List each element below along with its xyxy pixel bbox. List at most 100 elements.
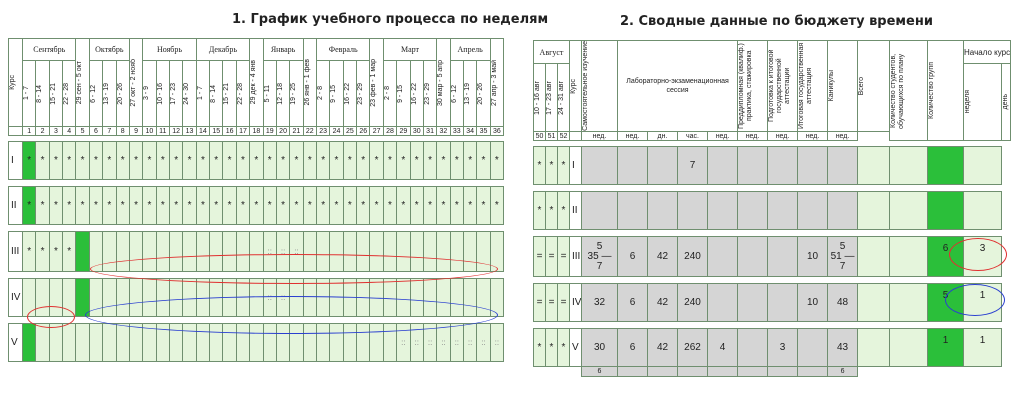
lab-dn-cell[interactable]: 42 xyxy=(647,236,678,277)
week-cell[interactable]: * xyxy=(382,186,398,225)
week-cell[interactable]: * xyxy=(462,141,478,180)
week-cell[interactable]: * xyxy=(422,141,438,180)
august-cell[interactable]: = xyxy=(533,236,546,277)
week-cell[interactable]: * xyxy=(262,186,277,225)
week-cell[interactable]: * xyxy=(436,141,451,180)
week-cell[interactable]: * xyxy=(195,141,211,180)
att-cell[interactable] xyxy=(767,236,799,277)
week-cell[interactable]: * xyxy=(422,186,438,225)
week-cell[interactable]: * xyxy=(155,141,170,180)
week-cell[interactable]: * xyxy=(249,186,264,225)
week-cell[interactable] xyxy=(35,323,50,362)
week-cell[interactable]: * xyxy=(342,141,358,180)
week-cell[interactable]: * xyxy=(289,186,304,225)
kan-cell[interactable] xyxy=(797,191,829,230)
week-cell[interactable]: * xyxy=(382,141,398,180)
week-cell[interactable]: * xyxy=(275,186,291,225)
week-cell[interactable]: * xyxy=(356,186,371,225)
self-study-cell[interactable] xyxy=(581,146,618,185)
week-cell[interactable]: * xyxy=(302,141,317,180)
lab-chas-cell[interactable]: 7 xyxy=(677,146,708,185)
start-day-cell[interactable] xyxy=(963,191,1003,230)
prep-cell[interactable] xyxy=(737,191,769,230)
week-cell[interactable]: :: xyxy=(449,323,464,362)
week-cell[interactable]: * xyxy=(142,186,157,225)
week-cell[interactable]: * xyxy=(409,186,424,225)
week-cell[interactable]: * xyxy=(235,141,251,180)
week-cell[interactable]: :: xyxy=(462,323,478,362)
week-cell[interactable]: * xyxy=(449,186,464,225)
week-cell[interactable]: * xyxy=(209,186,224,225)
week-cell[interactable]: * xyxy=(222,141,237,180)
week-cell[interactable]: :: xyxy=(436,323,451,362)
pre-cell[interactable]: 4 xyxy=(706,328,739,367)
week-cell[interactable]: * xyxy=(222,186,237,225)
week-cell[interactable]: * xyxy=(21,231,37,272)
week-cell[interactable]: * xyxy=(462,186,478,225)
week-cell[interactable] xyxy=(182,323,197,362)
week-cell[interactable]: * xyxy=(35,186,50,225)
prep-cell[interactable] xyxy=(737,283,769,322)
self-study-cell[interactable] xyxy=(581,191,618,230)
week-cell[interactable] xyxy=(21,323,37,362)
week-cell[interactable] xyxy=(88,231,104,272)
week-cell[interactable] xyxy=(155,323,170,362)
week-cell[interactable]: * xyxy=(396,186,411,225)
start-week-cell[interactable] xyxy=(927,146,965,185)
groups-cell[interactable] xyxy=(889,236,929,277)
august-cell[interactable]: * xyxy=(533,328,546,367)
lab-ned-cell[interactable]: 6 xyxy=(617,236,648,277)
week-cell[interactable]: * xyxy=(195,186,211,225)
august-cell[interactable]: = xyxy=(557,236,570,277)
week-cell[interactable]: * xyxy=(235,186,251,225)
week-cell[interactable]: * xyxy=(249,141,264,180)
week-cell[interactable]: * xyxy=(35,141,50,180)
kan-cell[interactable]: 10 xyxy=(797,283,829,322)
students-cell[interactable] xyxy=(857,236,891,277)
week-cell[interactable]: * xyxy=(489,186,505,225)
week-cell[interactable]: * xyxy=(62,231,77,272)
pre-cell[interactable] xyxy=(706,146,739,185)
pre-cell[interactable] xyxy=(706,191,739,230)
week-cell[interactable] xyxy=(489,231,505,272)
prep-cell[interactable] xyxy=(737,236,769,277)
total-cell[interactable] xyxy=(827,146,859,185)
att-cell[interactable] xyxy=(767,146,799,185)
week-cell[interactable]: * xyxy=(142,141,157,180)
week-cell[interactable]: :: xyxy=(409,323,424,362)
start-week-cell[interactable] xyxy=(927,191,965,230)
week-cell[interactable]: * xyxy=(262,141,277,180)
week-cell[interactable]: * xyxy=(436,186,451,225)
lab-ned-cell[interactable]: 6 xyxy=(617,328,648,367)
august-cell[interactable]: * xyxy=(545,146,558,185)
week-cell[interactable]: * xyxy=(182,141,197,180)
week-cell[interactable]: :: xyxy=(489,323,505,362)
week-cell[interactable]: * xyxy=(115,141,130,180)
week-cell[interactable]: * xyxy=(128,186,144,225)
week-cell[interactable]: * xyxy=(329,186,344,225)
week-cell[interactable]: * xyxy=(289,141,304,180)
august-cell[interactable]: * xyxy=(557,191,570,230)
week-cell[interactable] xyxy=(115,323,130,362)
week-cell[interactable]: * xyxy=(48,141,64,180)
week-cell[interactable]: * xyxy=(315,186,331,225)
groups-cell[interactable] xyxy=(889,191,929,230)
pre-cell[interactable] xyxy=(706,236,739,277)
week-cell[interactable]: * xyxy=(168,186,184,225)
week-cell[interactable]: * xyxy=(115,186,130,225)
total-cell[interactable]: 43 xyxy=(827,328,859,367)
pre-cell[interactable] xyxy=(706,283,739,322)
week-cell[interactable]: :: xyxy=(476,323,491,362)
students-cell[interactable] xyxy=(857,146,891,185)
week-cell[interactable]: * xyxy=(342,186,358,225)
week-cell[interactable]: * xyxy=(476,141,491,180)
att-cell[interactable] xyxy=(767,191,799,230)
week-cell[interactable]: * xyxy=(88,141,104,180)
lab-dn-cell[interactable]: 42 xyxy=(647,283,678,322)
week-cell[interactable]: * xyxy=(396,141,411,180)
week-cell[interactable]: * xyxy=(356,141,371,180)
week-cell[interactable] xyxy=(62,323,77,362)
lab-chas-cell[interactable]: 240 xyxy=(677,283,708,322)
